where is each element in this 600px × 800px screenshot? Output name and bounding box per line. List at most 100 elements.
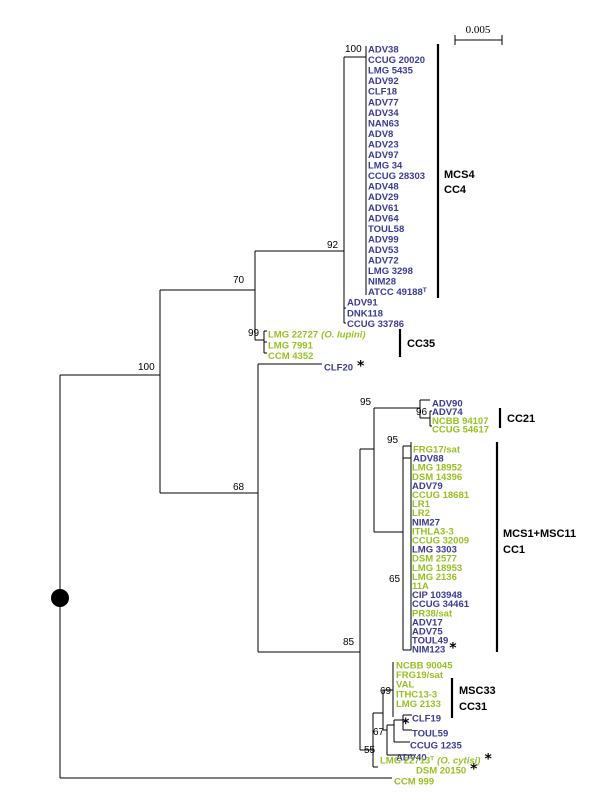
- leaf-label-text: LMG 5435: [368, 66, 414, 77]
- leaf-label: CCM 999: [394, 777, 434, 788]
- leaf-label-text: NIM28: [368, 277, 396, 288]
- leaf-label: PR38/sat: [412, 608, 453, 619]
- leaf-label-text: LMG 3298: [368, 266, 413, 277]
- leaf-label-text: LMG 7991: [268, 340, 314, 351]
- leaf-label-text: NIM123: [412, 645, 445, 656]
- leaf-label-text: NCBB 90045: [396, 661, 453, 672]
- leaf-label: NAN63: [368, 118, 399, 129]
- leaf-label: CLF20*: [324, 359, 365, 375]
- group-label-cc21: CC21: [507, 413, 535, 425]
- leaf-label-text: DSM 20150: [416, 766, 466, 777]
- leaf-label-text: CCM 999: [394, 777, 434, 788]
- leaf-label: LR1: [412, 499, 431, 510]
- leaf-label-text: ADV38: [368, 45, 399, 56]
- leaf-label: DSM 20150*: [416, 762, 478, 778]
- bootstrap-65: 65: [389, 574, 401, 585]
- leaf-label: CCUG 28303: [368, 171, 425, 182]
- leaf-label: ITHC13-3: [396, 689, 437, 700]
- leaf-label: LR2: [412, 508, 430, 519]
- leaf-label-text: ITHC13-3: [396, 689, 437, 700]
- group-label-mcs1: MCS1+MSC11: [503, 528, 576, 540]
- leaf-label: LMG 22727(O. lupini): [268, 330, 366, 341]
- bootstrap-55: 55: [364, 745, 376, 756]
- leaf-label: FRG19/sat: [396, 670, 444, 681]
- leaf-label-text: ADV48: [368, 182, 399, 193]
- bootstrap-root: 100: [138, 362, 155, 373]
- leaf-label-text: 11A: [412, 581, 429, 592]
- bootstrap-99: 99: [248, 328, 260, 339]
- leaf-label: 11A: [412, 581, 429, 592]
- leaf-label: CLF19: [412, 714, 441, 725]
- leaf-label-text: ADV61: [368, 203, 399, 214]
- leaf-label-text: LMG 34: [368, 161, 403, 172]
- leaf-label: ADV97: [368, 150, 399, 161]
- leaf-label: LMG 5435: [368, 66, 414, 77]
- leaf-label-text: TOUL59: [412, 729, 448, 740]
- leaf-label-text: TOUL58: [368, 224, 404, 235]
- leaf-label-text: ADV74: [432, 407, 463, 418]
- leaf-label: CIP 103948: [412, 590, 462, 601]
- bootstrap-68: 68: [233, 482, 245, 493]
- leaf-label: ADV88: [413, 454, 444, 465]
- leaf-label: LMG 7991: [268, 340, 314, 351]
- leaf-label-text: CCUG 54617: [432, 425, 489, 436]
- leaf-label-text: LMG 18952: [412, 463, 462, 474]
- leaf-label: NIM123*: [412, 641, 457, 657]
- leaf-label: LMG 18952: [412, 463, 462, 474]
- bootstrap-100-mcs4: 100: [345, 44, 362, 55]
- leaf-label: DSM 14396: [412, 472, 462, 483]
- leaf-label-text: ATCC 49188: [368, 287, 423, 298]
- leaf-label: ADV64: [368, 213, 399, 224]
- leaf-label: VAL: [396, 680, 414, 691]
- leaf-label: CCUG 33786: [347, 319, 404, 330]
- bootstrap-67: 67: [373, 727, 385, 738]
- leaf-label-text: FRG19/sat: [396, 670, 444, 681]
- leaf-label-text: NCBB 94107: [432, 416, 489, 427]
- leaf-label: ATCC 49188T: [368, 287, 427, 299]
- leaf-label: ADV61: [368, 203, 399, 214]
- leaf-label-text: ADV64: [368, 213, 399, 224]
- leaf-label: CCUG 18681: [412, 490, 470, 501]
- leaf-label-text: CCM 4352: [268, 351, 313, 362]
- leaf-label-text: ADV90: [432, 399, 463, 410]
- leaf-label-text: ADV88: [413, 454, 444, 465]
- leaf-label-text: ITHLA3-3: [412, 526, 454, 537]
- bootstrap-95-cc21: 95: [360, 397, 372, 408]
- leaf-label-text: ADV40: [396, 753, 427, 764]
- leaf-label: NIM28: [368, 277, 396, 288]
- leaf-label: ADV90: [432, 399, 463, 410]
- leaf-label: ADV79: [412, 481, 443, 492]
- leaf-label: DNK118: [347, 308, 383, 319]
- leaf-label-text: CLF18: [368, 87, 397, 98]
- leaf-label: ADV75: [412, 627, 443, 638]
- leaf-label: LMG 2133: [396, 699, 441, 710]
- leaf-label: ADV8: [368, 129, 393, 140]
- leaf-label-text: ADV53: [368, 245, 399, 256]
- leaf-label-text: ADV29: [368, 192, 399, 203]
- leaf-label: NCBB 94107: [432, 416, 489, 427]
- leaf-label-text: LMG 22713: [380, 756, 430, 767]
- type-strain-superscript: T: [430, 755, 434, 762]
- leaf-label-text: CCUG 34461: [412, 599, 470, 610]
- leaf-label-text: CCUG 20020: [368, 55, 425, 66]
- leaf-label: LMG 3303: [412, 545, 457, 556]
- leaf-label-text: NIM27: [412, 517, 440, 528]
- leaf-label-text: DSM 2577: [412, 554, 457, 565]
- star-marker: *: [357, 359, 365, 375]
- group-labels: MCS4 CC4 CC35 CC21 MCS1+MSC11 CC1 MSC33 …: [407, 169, 576, 713]
- leaf-label-text: ADV91: [347, 298, 378, 309]
- leaf-label: ADV91: [347, 298, 378, 309]
- species-name: (O. cytisi): [437, 756, 480, 767]
- bootstrap-70: 70: [233, 275, 245, 286]
- leaf-label: DSM 2577: [412, 554, 457, 565]
- group-label-mcs4: MCS4: [444, 169, 475, 181]
- leaf-label: ADV40: [396, 753, 427, 764]
- leaf-label: ADV34: [368, 108, 399, 119]
- leaf-label-text: CCUG 28303: [368, 171, 425, 182]
- leaf-label-text: DSM 14396: [412, 472, 462, 483]
- leaf-label: LMG 3298: [368, 266, 413, 277]
- leaf-label-text: LR1: [412, 499, 431, 510]
- leaf-label-text: CCUG 1235: [410, 741, 462, 752]
